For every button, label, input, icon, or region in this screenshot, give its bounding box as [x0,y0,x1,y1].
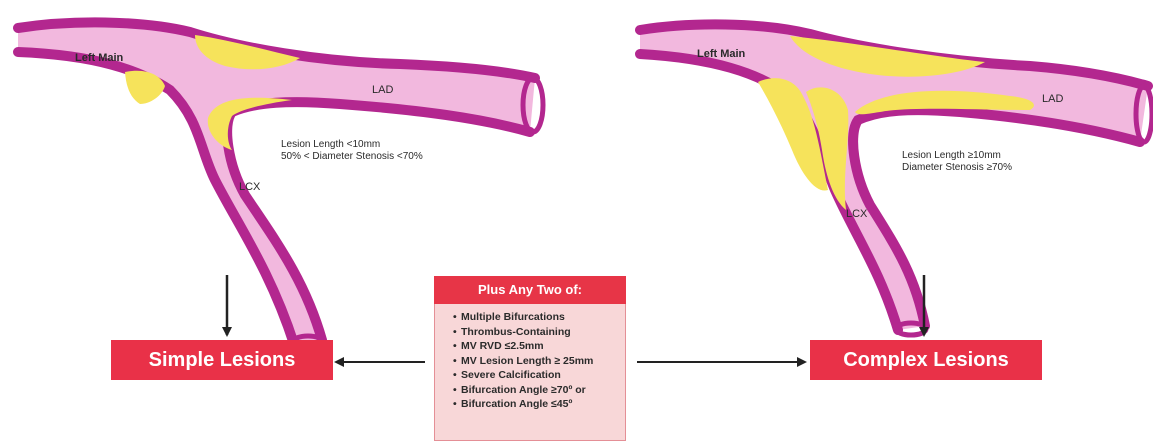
criteria-item: Severe Calcification [461,368,625,383]
simple-criterion-2: 50% < Diameter Stenosis <70% [281,151,423,162]
complex-lesions-label: Complex Lesions [810,340,1042,380]
criteria-item: Bifurcation Angle ≤45º [461,397,625,412]
criteria-item: Bifurcation Angle ≥70º or [461,383,625,398]
criteria-list: Multiple Bifurcations Thrombus-Containin… [435,310,625,412]
simple-lad-label: LAD [372,84,393,96]
criteria-box: Plus Any Two of: Multiple Bifurcations T… [434,276,626,441]
simple-criterion-1: Lesion Length <10mm [281,139,380,150]
complex-criterion-1: Lesion Length ≥10mm [902,150,1001,161]
simple-lesions-label: Simple Lesions [111,340,333,380]
criteria-header: Plus Any Two of: [434,276,626,304]
criteria-item: Multiple Bifurcations [461,310,625,325]
complex-criterion-2: Diameter Stenosis ≥70% [902,162,1012,173]
criteria-item: MV Lesion Length ≥ 25mm [461,354,625,369]
complex-lcx-label: LCX [846,208,867,220]
simple-left-main-label: Left Main [75,52,123,64]
complex-vessel [640,24,1152,335]
criteria-item: MV RVD ≤2.5mm [461,339,625,354]
criteria-item: Thrombus-Containing [461,325,625,340]
complex-left-main-label: Left Main [697,48,745,60]
complex-lad-label: LAD [1042,93,1063,105]
simple-lcx-label: LCX [239,181,260,193]
